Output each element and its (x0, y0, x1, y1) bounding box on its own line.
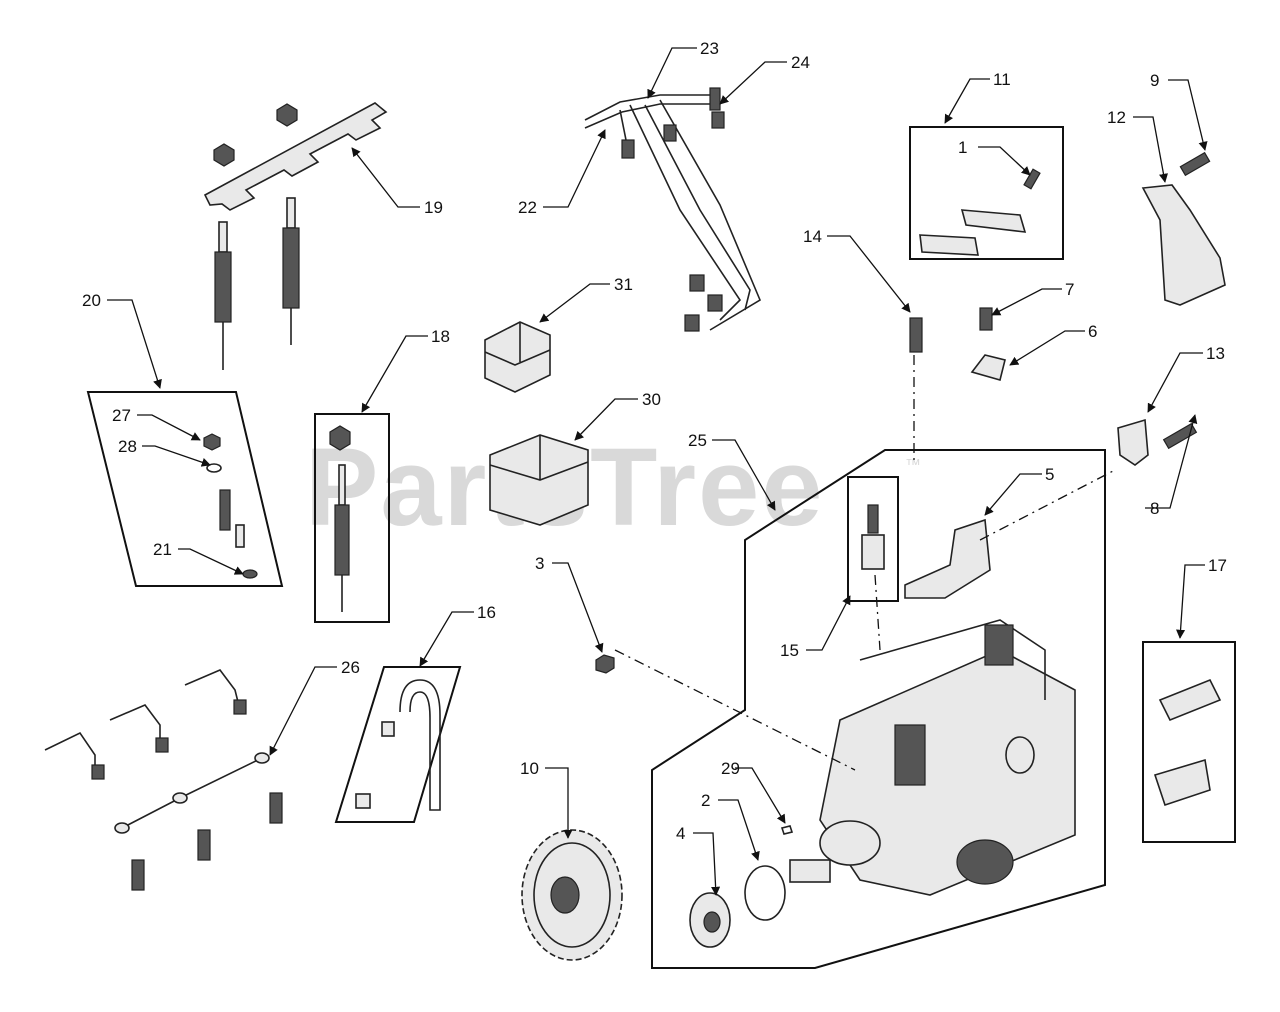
callout-13: 13 (1206, 344, 1225, 363)
bolt-9 (1179, 151, 1211, 177)
kit-17-contents (1153, 678, 1222, 807)
callout-19: 19 (424, 198, 443, 217)
callout-4: 4 (676, 824, 685, 843)
callout-23: 23 (700, 39, 719, 58)
callout-28: 28 (118, 437, 137, 456)
callout-14: 14 (803, 227, 822, 246)
callout-3: 3 (535, 554, 544, 573)
injection-pump-25 (789, 619, 1076, 896)
bolt-8 (1162, 422, 1198, 450)
control-module-30 (489, 434, 589, 526)
clip-6 (970, 354, 1006, 381)
kit-box-18 (314, 413, 390, 623)
screw-7 (979, 307, 993, 331)
kit-16-contents (355, 679, 441, 811)
relay-31 (484, 321, 551, 393)
kit-box-15 (847, 476, 899, 602)
callout-12: 12 (1107, 108, 1126, 127)
callout-16: 16 (477, 603, 496, 622)
callout-25: 25 (688, 431, 707, 450)
kit-box-25 (651, 449, 1106, 969)
kit-20-contents (203, 433, 258, 579)
nut-3 (595, 654, 615, 674)
callout-2: 2 (701, 791, 710, 810)
gear-10 (521, 829, 623, 961)
callout-15: 15 (780, 641, 799, 660)
return-lines-26 (44, 669, 283, 891)
leader-lines (107, 47, 1208, 896)
callout-7: 7 (1065, 280, 1074, 299)
callout-6: 6 (1088, 322, 1097, 341)
callout-27: 27 (112, 406, 131, 425)
callout-8: 8 (1150, 499, 1159, 518)
callout-30: 30 (642, 390, 661, 409)
callout-26: 26 (341, 658, 360, 677)
callout-5: 5 (1045, 465, 1054, 484)
bracket-plate-19 (203, 102, 388, 211)
callout-10: 10 (520, 759, 539, 778)
callout-9: 9 (1150, 71, 1159, 90)
callout-11: 11 (993, 70, 1011, 89)
bracket-13 (1117, 418, 1149, 466)
glow-plugs-upper (214, 197, 300, 370)
kit-15-contents (861, 504, 885, 570)
kit-box-16 (334, 666, 462, 823)
callout-17: 17 (1208, 556, 1227, 575)
bracket-5 (904, 518, 991, 599)
collar-4 (689, 892, 731, 948)
kit-box-17 (1142, 641, 1236, 843)
callout-20: 20 (82, 291, 101, 310)
bracket-12 (1141, 184, 1226, 306)
callout-29: 29 (721, 759, 740, 778)
callout-22: 22 (518, 198, 537, 217)
callout-31: 31 (614, 275, 633, 294)
kit-11-contents (919, 168, 1041, 256)
callout-1: 1 (958, 138, 967, 157)
alignment-lines (614, 355, 1116, 771)
callout-labels: 1 2 3 4 5 6 7 8 9 10 11 12 13 14 15 16 1… (82, 39, 1227, 843)
callout-18: 18 (431, 327, 450, 346)
kit-box-11 (909, 126, 1064, 260)
screw-14 (909, 317, 923, 353)
callout-24: 24 (791, 53, 810, 72)
kit-18-contents (329, 425, 351, 612)
kit-box-20 (86, 391, 284, 587)
o-ring-2 (744, 865, 786, 921)
injection-lines (584, 87, 762, 332)
key-29 (780, 825, 794, 835)
watermark-trademark: ™ (905, 457, 921, 474)
callout-21: 21 (153, 540, 172, 559)
